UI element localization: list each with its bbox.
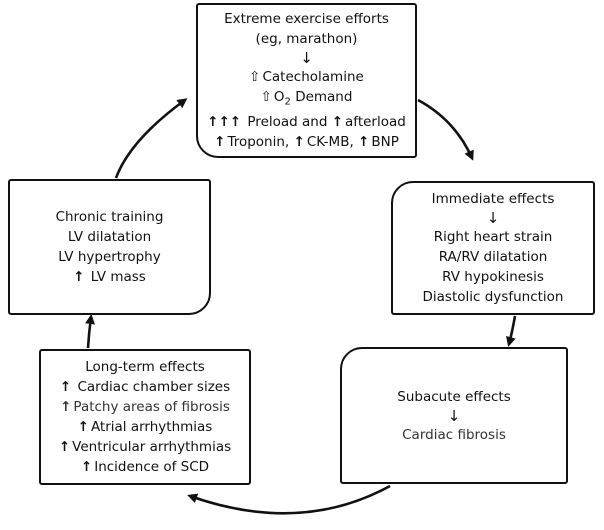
demand-label: Demand	[295, 88, 353, 105]
up-arrow-icon: ↑	[59, 379, 72, 395]
immediate-item: Right heart strain	[433, 229, 553, 245]
up-arrow-icon: ↑	[60, 399, 72, 415]
up-arrow-icon: ↑	[214, 134, 226, 151]
up-arrow-icon: ↑	[58, 439, 71, 455]
up-arrow-icon: ↑	[293, 134, 305, 151]
up-arrow-icon: ↑	[358, 134, 370, 151]
long-term-title: Long-term effects	[85, 359, 205, 375]
top-line4: ⇧O2 Demand	[261, 87, 353, 113]
top-line3: ⇧Catecholamine	[249, 67, 364, 87]
immediate-effects-box: Immediate effects ↓ Right heart strain R…	[391, 181, 595, 315]
long-term-item: ↑Atrial arrhythmias	[78, 417, 213, 437]
chronic-item: LV dilatation	[67, 229, 152, 245]
subacute-effects-box: Subacute effects ↓ Cardiac fibrosis	[340, 347, 568, 484]
subacute-item: Cardiac fibrosis	[402, 426, 506, 443]
immediate-item: Diastolic dysfunction	[422, 289, 564, 305]
top-line2: (eg, marathon)	[255, 30, 358, 47]
up-arrow-icon: ↑	[73, 269, 85, 285]
extreme-exercise-box: Extreme exercise efforts (eg, marathon) …	[196, 3, 417, 158]
chronic-item: LV hypertrophy	[58, 249, 161, 265]
arrow-right-to-bottom-right	[506, 315, 517, 347]
long-term-item: ↑Incidence of SCD	[81, 457, 209, 477]
outline-up-icon: ⇧	[249, 68, 261, 85]
subacute-down-arrow: ↓	[447, 406, 461, 425]
preload-label: Preload and	[247, 114, 328, 131]
long-term-item: ↑Patchy areas of fibrosis	[60, 397, 230, 417]
immediate-item: RV hypokinesis	[442, 269, 544, 285]
long-term-item: ↑Ventricular arrhythmias	[59, 437, 231, 457]
immediate-title: Immediate effects	[431, 191, 555, 207]
subacute-title: Subacute effects	[397, 388, 511, 405]
chronic-training-box: Chronic training LV dilatation LV hypert…	[8, 179, 211, 315]
catecholamine-label: Catecholamine	[262, 68, 364, 85]
immediate-down-arrow: ↓	[486, 209, 500, 227]
long-term-item-label: Incidence of SCD	[94, 459, 210, 475]
arrow-bottom-right-to-bottom-left	[187, 484, 391, 515]
troponin-label: Troponin,	[227, 134, 290, 151]
arrow-left-to-top	[114, 98, 188, 179]
top-down-arrow: ↓	[300, 48, 313, 67]
long-term-item-label: Ventricular arrhythmias	[72, 439, 232, 455]
long-term-item: ↑ Cardiac chamber sizes	[60, 377, 230, 397]
long-term-item-label: Cardiac chamber sizes	[77, 379, 231, 395]
up-arrow-icon: ↑	[331, 114, 344, 131]
bnp-label: BNP	[371, 134, 399, 151]
o2-label: O	[273, 88, 285, 105]
top-line1: Extreme exercise efforts	[224, 10, 389, 27]
up-arrow-icon: ↑	[80, 459, 93, 475]
chronic-item: ↑ LV mass	[73, 267, 146, 287]
up-arrow-icon: ↑	[77, 419, 89, 435]
arrow-top-to-right	[417, 98, 474, 161]
chronic-item: Chronic training	[55, 209, 164, 225]
top-line6: ↑Troponin, ↑CK-MB, ↑BNP	[214, 132, 399, 152]
lv-mass-label: LV mass	[90, 269, 146, 285]
o2-subscript: 2	[284, 96, 291, 108]
triple-up-arrow-icon: ↑↑↑	[207, 114, 242, 131]
outline-up-icon: ⇧	[260, 88, 272, 105]
ckmb-label: CK-MB,	[306, 134, 354, 151]
arrow-bottom-left-to-left	[85, 314, 96, 349]
top-line5: ↑↑↑ Preload and ↑afterload	[207, 112, 406, 132]
long-term-effects-box: Long-term effects ↑ Cardiac chamber size…	[39, 349, 251, 485]
immediate-item: RA/RV dilatation	[438, 249, 548, 265]
long-term-item-label: Patchy areas of fibrosis	[73, 399, 230, 415]
afterload-label: afterload	[345, 114, 406, 131]
long-term-item-label: Atrial arrhythmias	[90, 419, 213, 435]
